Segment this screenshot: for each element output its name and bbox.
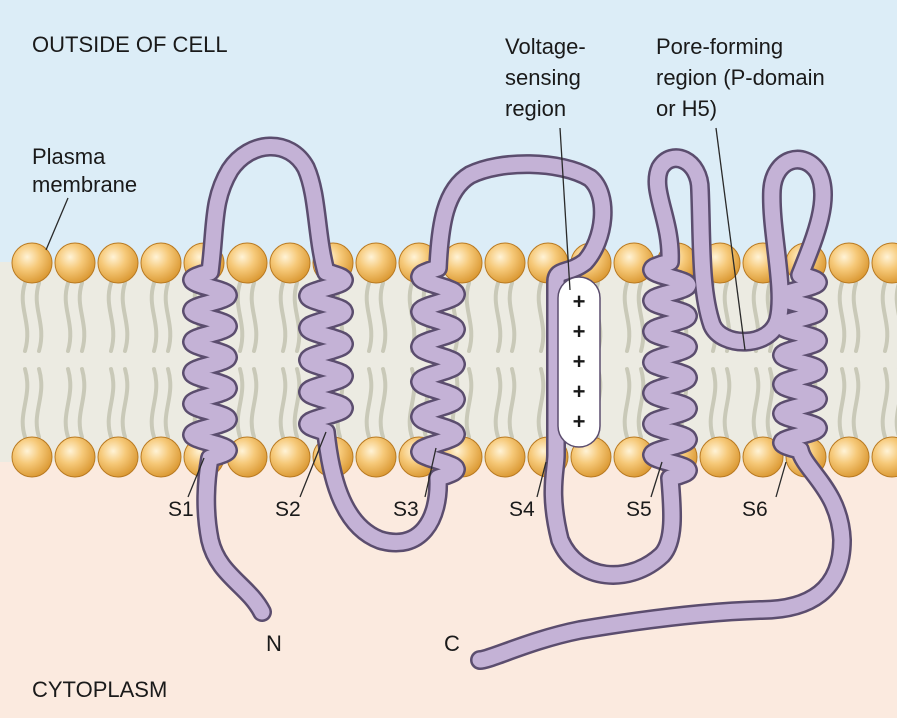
charge-1: + bbox=[573, 289, 586, 314]
voltage-sensing-label-line1: Voltage- bbox=[505, 34, 586, 59]
plasma-membrane-label-line2: membrane bbox=[32, 172, 137, 197]
lipid-head bbox=[12, 437, 52, 477]
charge-2: + bbox=[573, 319, 586, 344]
lipid-head bbox=[98, 243, 138, 283]
charge-4: + bbox=[573, 379, 586, 404]
plasma-membrane-label-line1: Plasma bbox=[32, 144, 106, 169]
lipid-head bbox=[270, 437, 310, 477]
cytoplasm-label: CYTOPLASM bbox=[32, 677, 167, 702]
lipid-head bbox=[829, 437, 869, 477]
c-terminus-label: C bbox=[444, 631, 460, 656]
lipid-head bbox=[700, 437, 740, 477]
voltage-sensing-label-line2: sensing bbox=[505, 65, 581, 90]
segment-label-s2: S2 bbox=[275, 498, 301, 521]
lipid-head bbox=[55, 243, 95, 283]
voltage-sensing-label-line3: region bbox=[505, 96, 566, 121]
lipid-head bbox=[55, 437, 95, 477]
segment-label-s4: S4 bbox=[509, 498, 535, 521]
lipid-head bbox=[356, 243, 396, 283]
lipid-head bbox=[270, 243, 310, 283]
lipid-head bbox=[98, 437, 138, 477]
pore-forming-label-line3: or H5) bbox=[656, 96, 717, 121]
charge-5: + bbox=[573, 409, 586, 434]
n-terminus-label: N bbox=[266, 631, 282, 656]
charge-3: + bbox=[573, 349, 586, 374]
lipid-head bbox=[141, 437, 181, 477]
pore-forming-label-line2: region (P-domain bbox=[656, 65, 825, 90]
lipid-head bbox=[141, 243, 181, 283]
s4-charge-panel: + + + + + bbox=[558, 277, 600, 447]
segment-label-s5: S5 bbox=[626, 498, 652, 521]
lipid-head bbox=[356, 437, 396, 477]
pore-forming-label-line1: Pore-forming bbox=[656, 34, 783, 59]
lipid-head bbox=[829, 243, 869, 283]
segment-label-s6: S6 bbox=[742, 498, 768, 521]
lipid-head bbox=[485, 243, 525, 283]
lipid-head bbox=[485, 437, 525, 477]
segment-label-s1: S1 bbox=[168, 498, 194, 521]
lipid-head bbox=[227, 243, 267, 283]
outside-label: OUTSIDE OF CELL bbox=[32, 32, 228, 57]
segment-label-s3: S3 bbox=[393, 498, 419, 521]
